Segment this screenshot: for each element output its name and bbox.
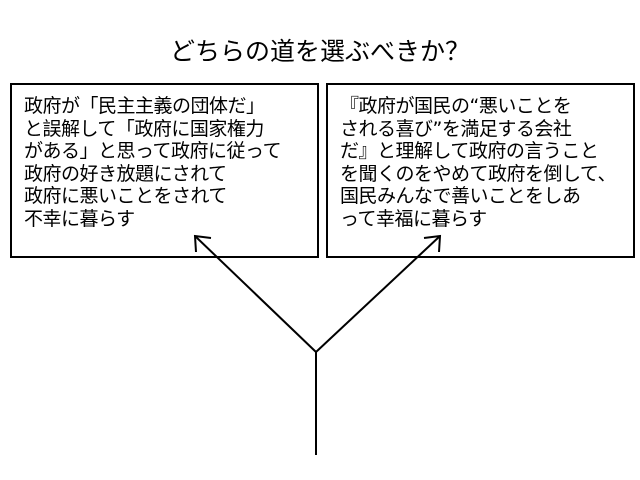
text-line: だ』と理解して政府の言うこと [340, 140, 599, 162]
left-option-box: 政府が「民主主義の団体だ」 と誤解して「政府に国家権力 がある」と思って政府に従… [10, 83, 319, 258]
arrowhead-left-icon [193, 234, 212, 253]
arrowhead-right-icon [423, 234, 442, 253]
right-option-box: 『政府が国民の“悪いことを される喜び”を満足する会社 だ』と理解して政府の言う… [326, 83, 635, 258]
right-option-text: 『政府が国民の“悪いことを される喜び”を満足する会社 だ』と理解して政府の言う… [340, 95, 616, 230]
arrow-right [315, 235, 441, 353]
text-line: がある」と思って政府に従って [24, 140, 282, 162]
arrow-left [194, 235, 317, 353]
text-line: を聞くのをやめて政府を倒して、 [340, 162, 616, 185]
text-line: 国民みんなで善いことをしあ [340, 185, 581, 207]
left-option-text: 政府が「民主主義の団体だ」 と誤解して「政府に国家権力 がある」と思って政府に従… [24, 95, 282, 230]
text-line: 不幸に暮らす [24, 207, 135, 230]
text-line: 政府の好き放題にされて [24, 162, 227, 185]
text-line: される喜び”を満足する会社 [340, 117, 572, 140]
diagram-title: どちらの道を選ぶべきか？ [169, 37, 470, 66]
text-line: って幸福に暮らす [340, 207, 487, 230]
text-line: と誤解して「政府に国家権力 [24, 117, 264, 140]
text-line: 政府が「民主主義の団体だ」 [24, 95, 265, 117]
text-line: 『政府が国民の“悪いことを [340, 95, 572, 117]
text-line: 政府に悪いことをされて [24, 185, 227, 207]
